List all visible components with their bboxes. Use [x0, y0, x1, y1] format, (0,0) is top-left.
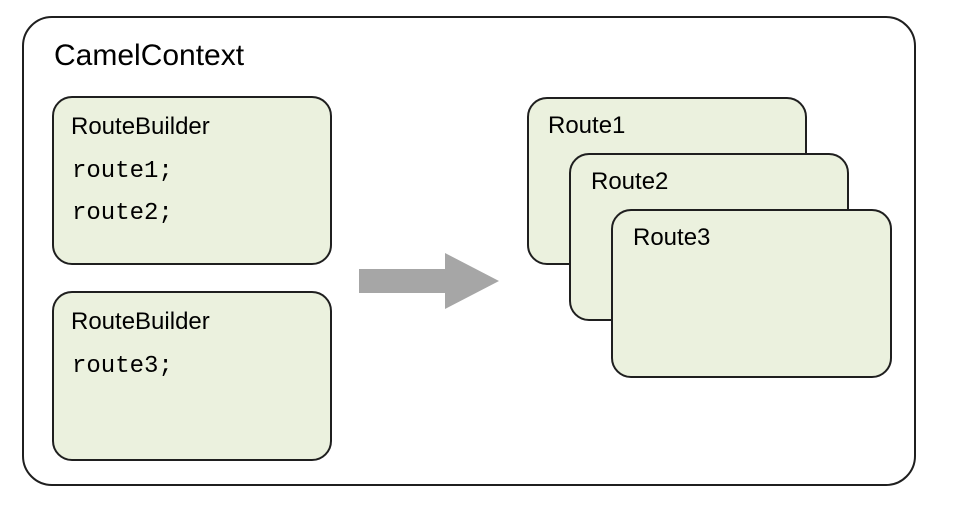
route-card-1-label: Route1: [548, 112, 626, 139]
arrow-shape: [359, 253, 499, 309]
camel-context-title: CamelContext: [54, 39, 245, 72]
route-card-3-label: Route3: [633, 224, 711, 251]
route-builder-title-2: RouteBuilder: [71, 308, 210, 335]
route-builder-title-1: RouteBuilder: [71, 113, 210, 140]
route-card-3: [611, 209, 892, 378]
route-builder-2-route-1: route3;: [72, 353, 173, 380]
right-arrow-icon: [359, 253, 499, 309]
route-builder-box-1: [52, 96, 332, 265]
route-builder-1-route-1: route1;: [72, 158, 173, 185]
route-builder-box-2: [52, 291, 332, 461]
route-card-2-label: Route2: [591, 168, 669, 195]
route-builder-1-route-2: route2;: [72, 200, 173, 227]
